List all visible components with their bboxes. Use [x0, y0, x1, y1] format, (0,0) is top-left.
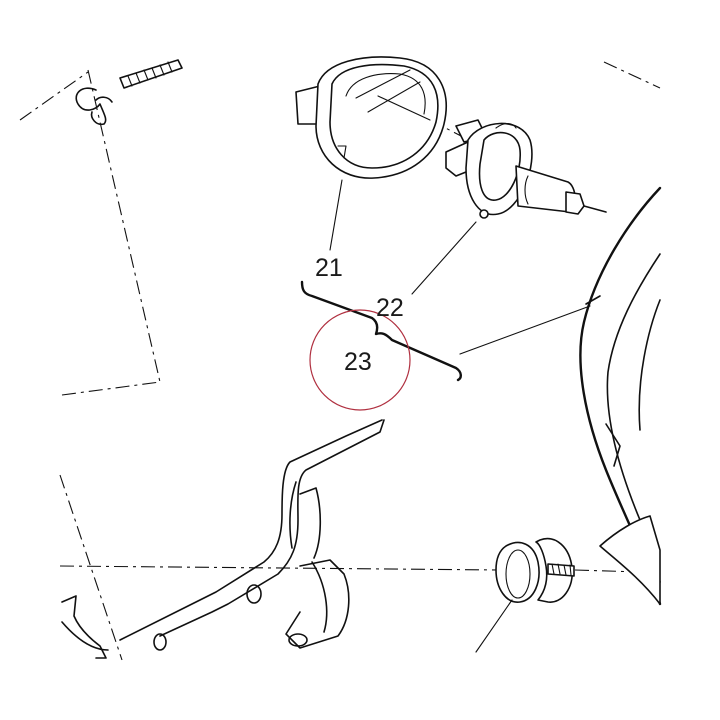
reflector-ring	[295, 56, 447, 179]
highlight-circle	[309, 309, 411, 411]
mounting-bracket	[61, 419, 385, 659]
callout-23: 23	[344, 348, 372, 376]
centerlines	[19, 61, 661, 661]
callout-21: 21	[315, 254, 343, 282]
callout-group-bracket	[300, 280, 462, 382]
halogen-bulb	[445, 119, 607, 219]
leader-lines	[329, 179, 591, 653]
screw-and-washer	[75, 59, 183, 126]
headlamp-housing	[579, 186, 662, 606]
callout-22: 22	[376, 294, 404, 322]
rubber-grommet	[495, 537, 575, 603]
